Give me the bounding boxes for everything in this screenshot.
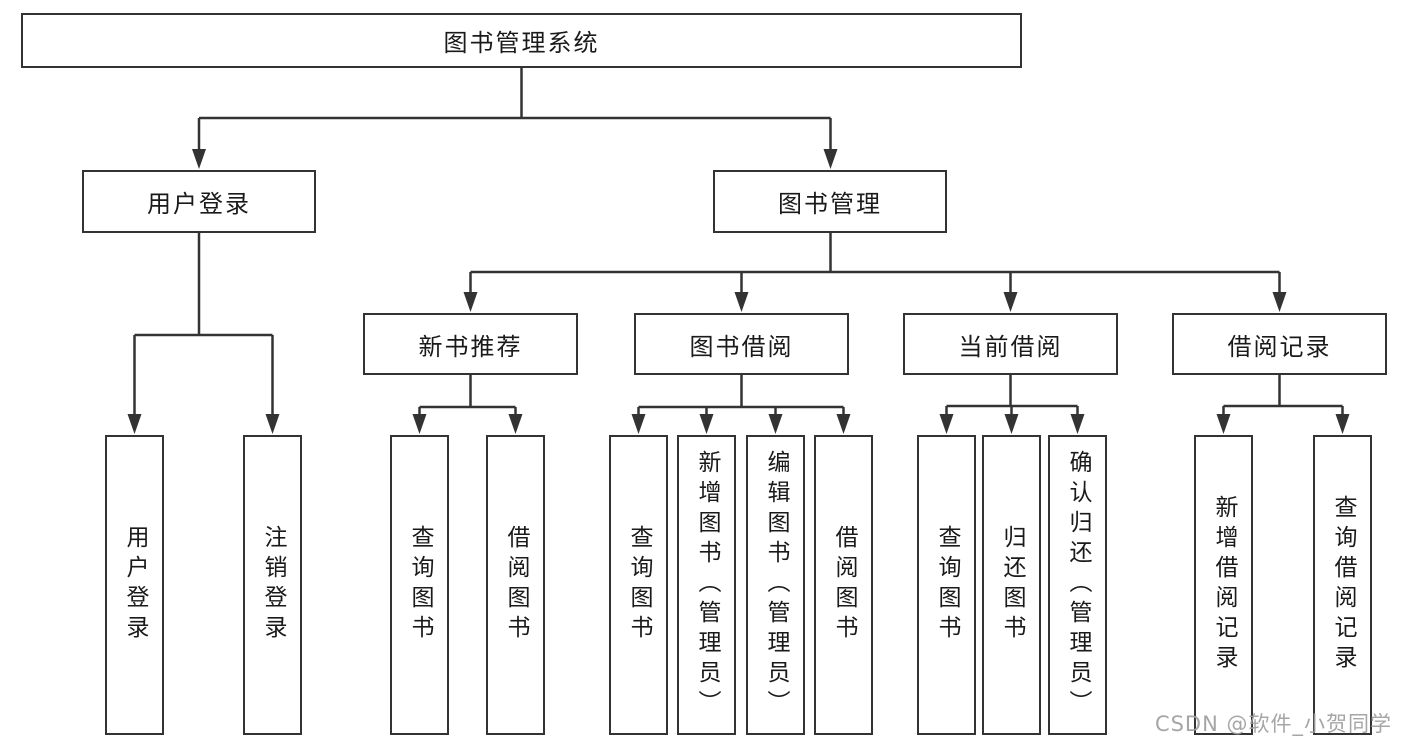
leaf-query-books: 查询图书: [917, 435, 976, 735]
connector-current-borrow-to-leaves: [939, 375, 1085, 434]
connector-user-login-to-leaves: [127, 233, 280, 434]
leaf-add-book-admin: 新增图书（管理员）: [677, 435, 736, 735]
connector-root-to-level1: [192, 68, 838, 169]
node-book-management: 图书管理: [713, 170, 947, 233]
node-label: 当前借阅: [958, 332, 1063, 361]
node-current-borrow: 当前借阅: [903, 313, 1118, 375]
leaf-label: 编辑图书（管理员）: [763, 450, 789, 720]
connector-book-mgmt-to-level2: [463, 233, 1287, 312]
leaf-label: 注销登录: [260, 525, 286, 645]
leaf-label: 归还图书: [999, 525, 1025, 645]
csdn-watermark: CSDN @软件_小贺同学: [1154, 712, 1392, 736]
node-label: 借阅记录: [1227, 332, 1332, 361]
node-root-library-system: 图书管理系统: [21, 13, 1022, 68]
leaf-label: 查询图书: [934, 525, 960, 645]
leaf-logout-login: 注销登录: [243, 435, 302, 735]
node-label: 图书管理系统: [443, 29, 600, 57]
leaf-query-books: 查询图书: [390, 435, 449, 735]
leaf-label: 新增借阅记录: [1211, 495, 1237, 675]
node-new-book-recommend: 新书推荐: [363, 313, 578, 375]
leaf-label: 查询借阅记录: [1330, 495, 1356, 675]
leaf-query-books: 查询图书: [609, 435, 668, 735]
leaf-query-borrow-record: 查询借阅记录: [1313, 435, 1372, 735]
leaf-edit-book-admin: 编辑图书（管理员）: [746, 435, 805, 735]
leaf-user-login: 用户登录: [105, 435, 164, 735]
leaf-label: 用户登录: [122, 525, 148, 645]
leaf-label: 查询图书: [407, 525, 433, 645]
node-label: 用户登录: [147, 190, 251, 218]
node-label: 图书借阅: [689, 332, 794, 361]
leaf-label: 借阅图书: [503, 525, 529, 645]
node-book-borrow: 图书借阅: [634, 313, 849, 375]
node-label: 新书推荐: [418, 332, 523, 361]
leaf-label: 借阅图书: [831, 525, 857, 645]
leaf-label: 查询图书: [626, 525, 652, 645]
leaf-borrow-books: 借阅图书: [814, 435, 873, 735]
leaf-confirm-return-admin: 确认归还（管理员）: [1048, 435, 1107, 735]
connector-book-borrow-to-leaves: [631, 375, 851, 434]
node-user-login: 用户登录: [82, 170, 316, 233]
leaf-add-borrow-record: 新增借阅记录: [1194, 435, 1253, 735]
leaf-borrow-books: 借阅图书: [486, 435, 545, 735]
connector-borrow-record-to-leaves: [1216, 375, 1350, 434]
leaf-label: 确认归还（管理员）: [1065, 450, 1091, 720]
node-borrow-record: 借阅记录: [1172, 313, 1387, 375]
node-label: 图书管理: [778, 190, 882, 218]
connector-new-book-to-leaves: [412, 375, 523, 434]
leaf-return-books: 归还图书: [982, 435, 1041, 735]
leaf-label: 新增图书（管理员）: [694, 450, 720, 720]
